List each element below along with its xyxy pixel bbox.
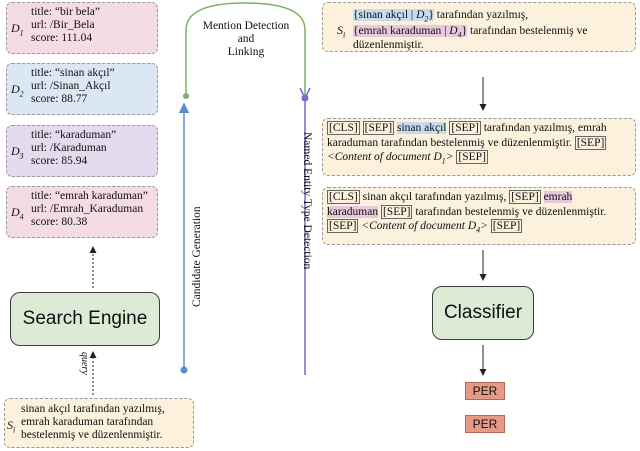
query-label: query bbox=[79, 352, 90, 375]
doc-url: url: /Bir_Bela bbox=[31, 19, 95, 31]
document-card-1: D1 title: “bir bela” url: /Bir_Bela scor… bbox=[6, 2, 158, 54]
doc-score: score: 80.38 bbox=[31, 216, 88, 228]
output-label-per-2: PER bbox=[465, 415, 505, 433]
document-card-2: D2 title: “sinan akçıl” url: /Sinan_Akçı… bbox=[6, 63, 158, 115]
candidate-generation-label: Candidate Generation bbox=[191, 206, 203, 307]
output-label-per-1: PER bbox=[465, 382, 505, 400]
doc-score: score: 88.77 bbox=[31, 93, 88, 105]
document-card-3: D3 title: “karaduman” url: /Karaduman sc… bbox=[6, 125, 158, 177]
doc-title: title: “bir bela” bbox=[31, 6, 100, 18]
doc-title: title: “karaduman” bbox=[31, 129, 117, 141]
named-entity-type-detection-label: Named Entity Type Detection bbox=[301, 132, 313, 270]
mention-sinan: {sinan akçıl | D2} bbox=[353, 9, 434, 24]
doc-score: score: 111.04 bbox=[31, 32, 93, 44]
linked-sentence-box: Si {sinan akçıl | D2} tarafından yazılmı… bbox=[322, 2, 636, 52]
doc-score: score: 85.94 bbox=[31, 155, 88, 167]
classifier-input-1: [CLS] [SEP] sinan akçıl [SEP] tarafından… bbox=[322, 118, 636, 176]
doc-url: url: /Karaduman bbox=[31, 142, 107, 154]
document-card-4: D4 title: “emrah karaduman” url: /Emrah_… bbox=[6, 186, 158, 238]
search-engine-box: Search Engine bbox=[10, 292, 160, 346]
classifier-input-2: [CLS] sinan akçıl tarafından yazılmış, [… bbox=[322, 187, 636, 245]
doc-title: title: “emrah karaduman” bbox=[31, 190, 148, 202]
doc-title: title: “sinan akçıl” bbox=[31, 67, 115, 79]
mention-detection-label: Mention Detection and Linking bbox=[202, 20, 290, 58]
doc-url: url: /Emrah_Karaduman bbox=[31, 203, 144, 215]
mention-arc bbox=[185, 2, 306, 98]
classifier-box: Classifier bbox=[432, 286, 534, 340]
query-sentence-box: Si sinan akçıl tarafından yazılmış, emra… bbox=[4, 398, 194, 448]
doc-url: url: /Sinan_Akçıl bbox=[31, 80, 111, 92]
mention-emrah: {emrah karaduman | D4} bbox=[353, 25, 468, 40]
